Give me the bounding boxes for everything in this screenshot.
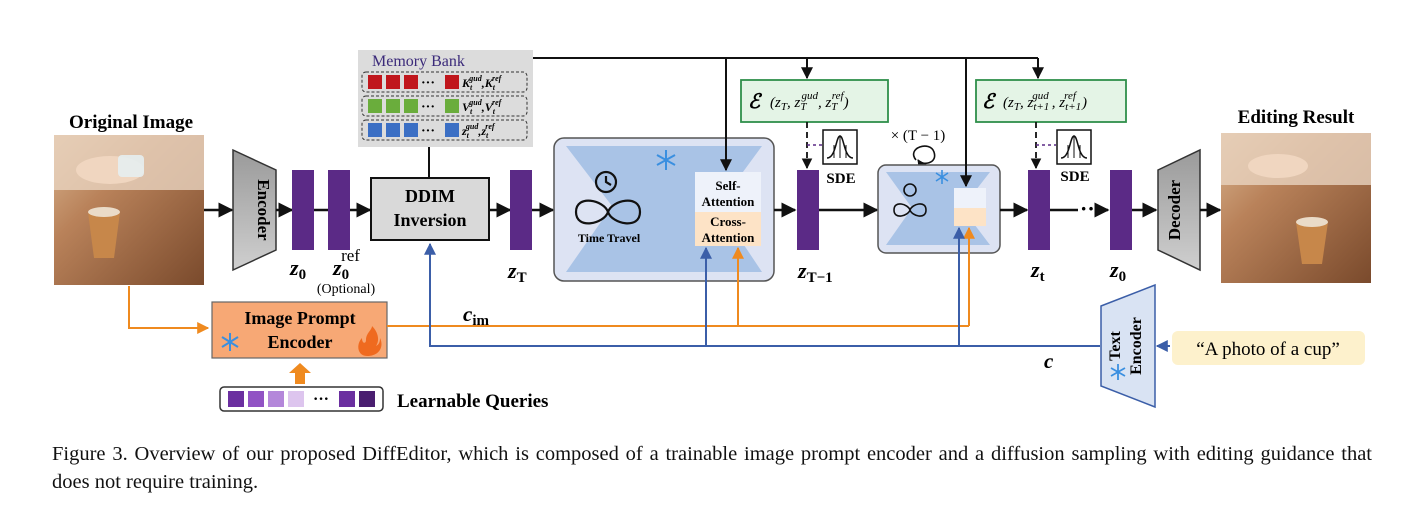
svg-text:ℰ: ℰ (748, 91, 763, 113)
memory-cell (386, 99, 400, 113)
svg-text:Self-: Self- (715, 178, 740, 193)
memory-cell (386, 123, 400, 137)
latent-zT-1 (797, 170, 819, 250)
label-c: c (1044, 349, 1054, 373)
figure-caption: Figure 3. Overview of our proposed DiffE… (52, 443, 1372, 493)
svg-text:Attention: Attention (702, 230, 755, 245)
memory-row-label: Vtgud,Vtref (462, 98, 503, 116)
svg-text:···: ··· (421, 124, 435, 139)
svg-text:Attention: Attention (702, 194, 755, 209)
svg-text:DDIM: DDIM (405, 186, 455, 206)
sde-label-1: SDE (826, 171, 855, 187)
svg-text:(zT, zTgud, zTref): (zT, zTgud, zTref) (770, 90, 849, 113)
latent-z0-out (1110, 170, 1132, 250)
svg-text:Encoder: Encoder (1128, 317, 1145, 375)
sde-icon-2 (1056, 129, 1092, 165)
memory-cell (404, 75, 418, 89)
original-image-label: Original Image (69, 112, 193, 133)
latent-zT (510, 170, 532, 250)
editing-result-label: Editing Result (1238, 107, 1355, 128)
memory-cell (445, 75, 459, 89)
ddim-inversion-block: DDIM Inversion (370, 177, 490, 241)
svg-text:Cross-: Cross- (710, 214, 746, 229)
label-c-im: cim (463, 302, 489, 329)
memory-row-label: Ktgud,Ktref (461, 74, 503, 92)
loop-arrow-icon (912, 145, 936, 170)
decoder-block: Decoder (1157, 148, 1201, 272)
energy-guidance-1: ℰ (zT, zTgud, zTref) (740, 79, 889, 123)
unet-small (877, 164, 1001, 254)
latent-zt (1028, 170, 1050, 250)
svg-text:···: ··· (421, 76, 435, 91)
up-arrow-icon (289, 363, 311, 384)
memory-cell (368, 123, 382, 137)
memory-row (361, 95, 528, 117)
learnable-queries-label: Learnable Queries (397, 391, 548, 412)
learnable-queries: ··· (219, 386, 384, 412)
sde-label-2: SDE (1060, 169, 1089, 185)
svg-text:ℰ: ℰ (982, 91, 997, 113)
text-encoder: Text Encoder (1100, 283, 1156, 409)
svg-text:Text: Text (1107, 331, 1124, 361)
label-zT: zT (507, 258, 527, 286)
diffeditor-diagram: Original Image Encoder z0 z0ref (Optiona… (54, 50, 1371, 412)
time-travel-label: Time Travel (578, 231, 641, 245)
memory-cell (404, 99, 418, 113)
latent-z0-ref (328, 170, 350, 250)
svg-text:···: ··· (421, 100, 435, 115)
memory-bank-label: Memory Bank (372, 53, 465, 70)
memory-row (361, 71, 528, 93)
memory-cell (386, 75, 400, 89)
svg-text:Image Prompt: Image Prompt (244, 308, 355, 328)
encoder-label: Encoder (254, 179, 273, 241)
latent-z0 (292, 170, 314, 250)
repeat-label: × (T − 1) (891, 128, 946, 144)
editing-result-image (1221, 133, 1371, 283)
label-zT-1: zT−1 (797, 258, 833, 286)
memory-cell (404, 123, 418, 137)
sde-icon-1 (822, 129, 858, 165)
text-prompt: “A photo of a cup” (1172, 331, 1365, 365)
svg-text:Encoder: Encoder (268, 332, 333, 352)
energy-guidance-2: ℰ (zT, zt+1gud, zt+1ref) (975, 79, 1127, 123)
label-zt: zt (1030, 257, 1045, 285)
fire-icon (358, 326, 382, 356)
memory-cell (368, 75, 382, 89)
decoder-label: Decoder (1165, 179, 1184, 240)
time-travel-icon (574, 170, 642, 225)
memory-row (361, 119, 528, 141)
original-image (54, 135, 204, 285)
svg-text:(zT, zt+1gud, zt+1ref): (zT, zt+1gud, zt+1ref) (1003, 90, 1087, 113)
svg-text:“A photo of a cup”: “A photo of a cup” (1196, 339, 1340, 360)
svg-text:···: ··· (313, 391, 329, 408)
label-z0: z0 (289, 255, 306, 283)
svg-text:···: ··· (1080, 196, 1102, 221)
snowflake-icon (656, 150, 676, 170)
memory-cell (368, 99, 382, 113)
label-z0-out: z0 (1109, 257, 1126, 285)
memory-cell (445, 99, 459, 113)
encoder-block: Encoder (232, 148, 277, 272)
memory-cell (445, 123, 459, 137)
optional-label: (Optional) (317, 282, 376, 297)
memory-bank: Memory Bank ··· Ktgud,Ktref ··· Vtgud,Vtref… (358, 50, 533, 147)
unet-large: Self- Attention Cross- Attention Time Tr… (553, 137, 775, 282)
svg-text:Inversion: Inversion (393, 210, 466, 230)
image-prompt-encoder: Image Prompt Encoder (211, 301, 388, 359)
label-z0-ref: z0ref (332, 246, 360, 283)
